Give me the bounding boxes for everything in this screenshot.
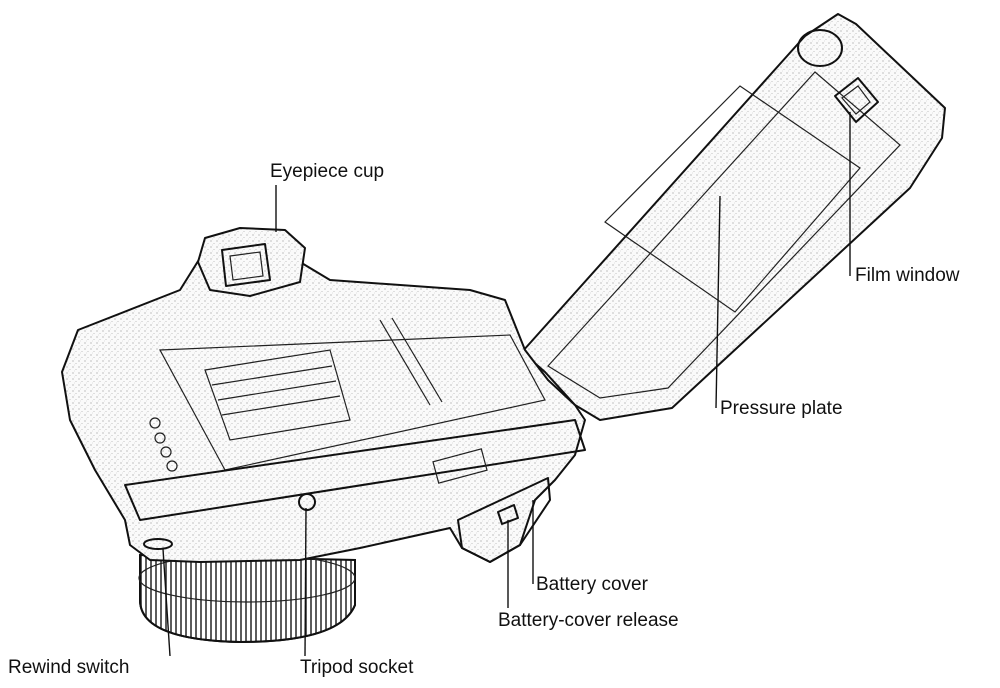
film-window-label: Film window <box>855 265 960 286</box>
eyepiece-cup <box>197 227 306 297</box>
eyepiece-cup-label: Eyepiece cup <box>270 161 385 182</box>
camera-body <box>61 257 586 563</box>
rewind-switch-label: Rewind switch <box>8 657 130 678</box>
pressure-plate <box>604 85 861 313</box>
film-window <box>834 77 879 123</box>
battery-cover-release-label: Battery-cover release <box>498 610 679 631</box>
back-door <box>521 13 946 421</box>
tripod-socket-label: Tripod socket <box>300 657 414 678</box>
battery-cover-label: Battery cover <box>536 574 648 595</box>
leader-rewind-switch <box>162 548 171 657</box>
leader-pressure-plate <box>715 195 721 409</box>
leader-tripod-socket <box>304 507 307 657</box>
pressure-plate-label: Pressure plate <box>720 398 843 419</box>
lens-barrel <box>138 553 356 644</box>
